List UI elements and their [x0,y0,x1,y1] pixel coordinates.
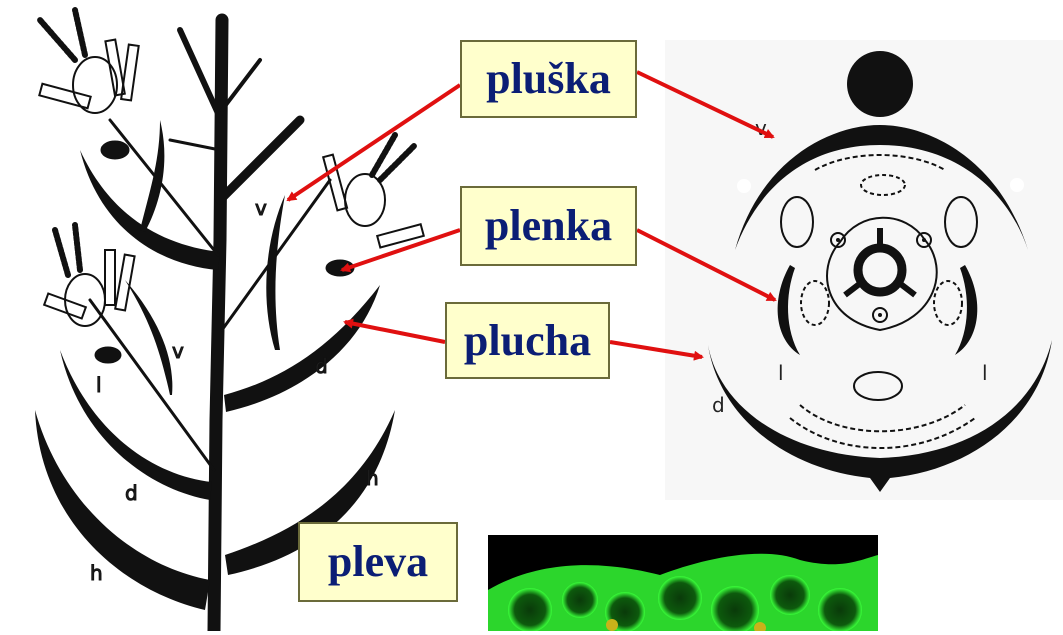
arrow-plucha-left [345,322,445,342]
micrograph [488,535,878,631]
label-pluska: pluška [460,40,637,118]
lemma-lower [60,350,212,500]
letter-v-upper: v [255,196,267,220]
label-plucha: plucha [445,302,610,379]
letter-d-lower: d [125,481,138,505]
palea-right [266,195,285,350]
fd-letter-d: d [712,393,725,417]
floral-diagram: v l l d [665,40,1063,500]
lemma-upper [224,285,380,412]
fd-letter-l-right: l [982,361,988,385]
palea-left [125,280,172,395]
arrow-pluska-left [288,85,460,200]
label-plenka: plenka [460,186,637,266]
letter-h-left: h [90,561,103,585]
axis-circle [847,51,913,117]
letter-l: l [96,373,102,397]
letter-v-lower: v [172,339,184,363]
letter-d-upper: d [315,354,328,378]
palea-top [140,120,164,232]
letter-h-right: h [366,466,379,490]
glume-left [35,410,210,610]
lodicule-mid [95,347,121,363]
label-pleva: pleva [298,522,458,602]
arrow-plenka-left [342,230,460,270]
lodicule-top [101,141,129,159]
fd-letter-l-left: l [778,361,784,385]
